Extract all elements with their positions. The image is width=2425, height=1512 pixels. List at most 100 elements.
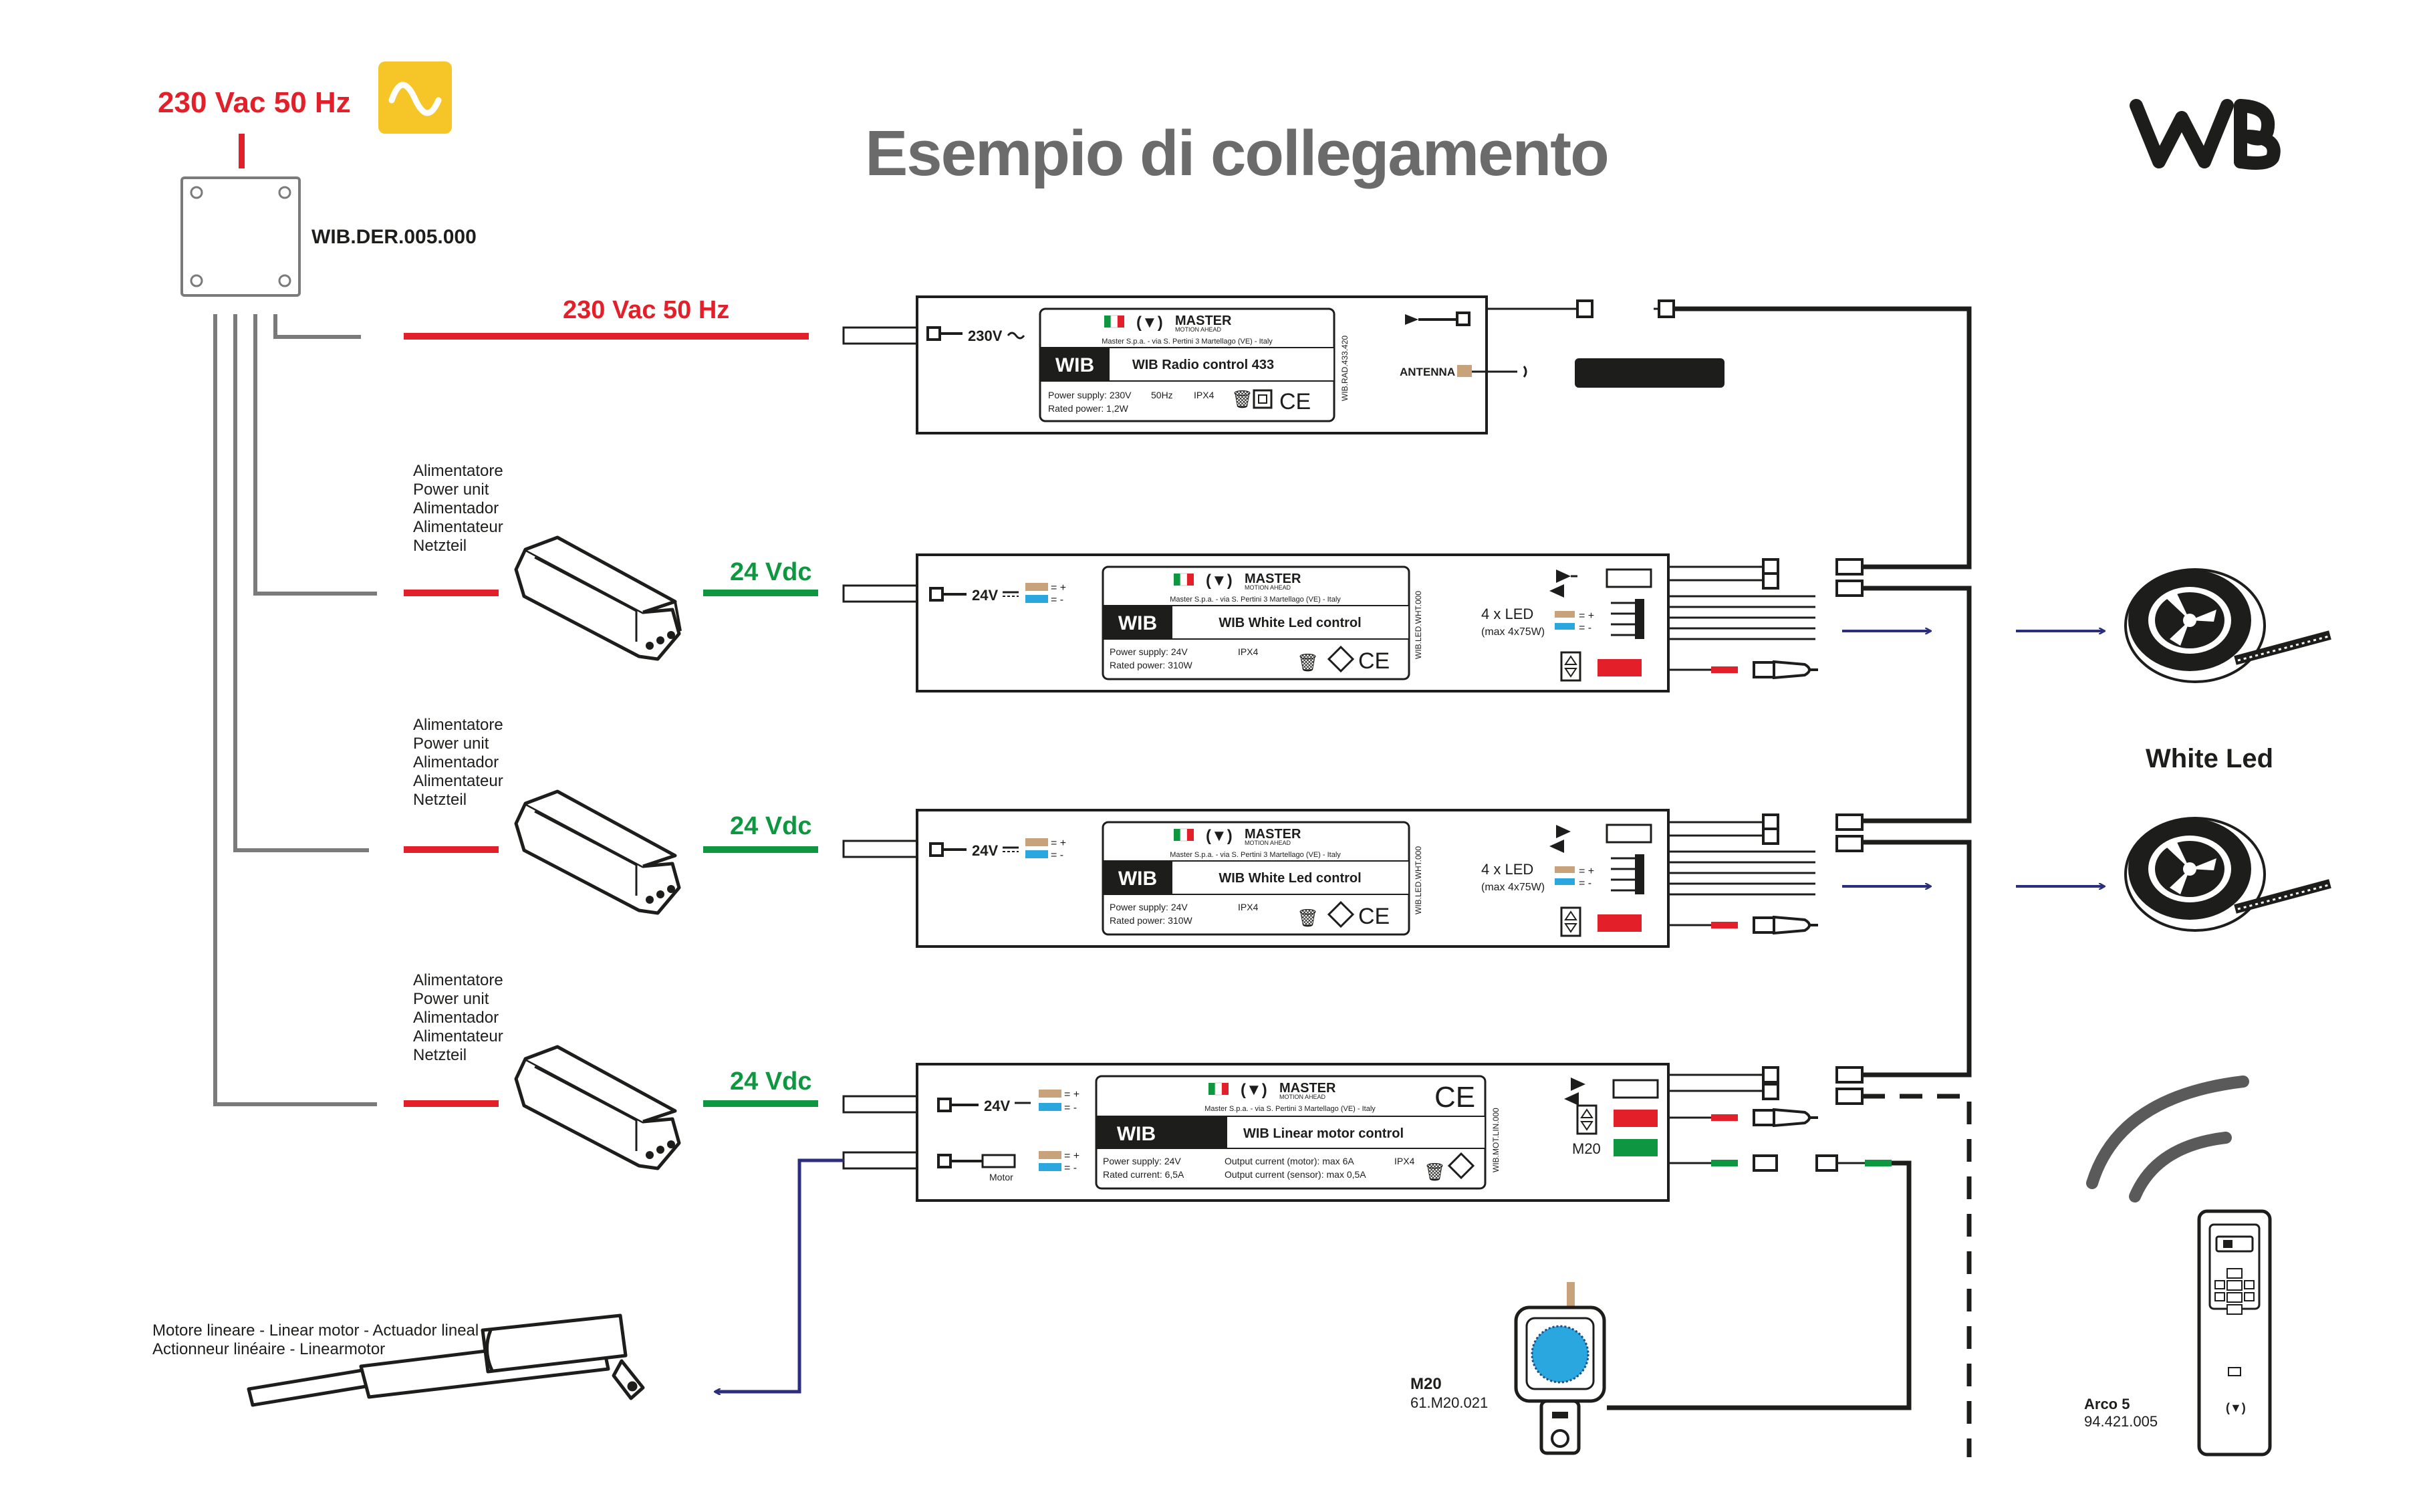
- brand-logo-led2: (▼): [1206, 827, 1233, 845]
- ce-icon-motor-top: CE: [1434, 1081, 1475, 1114]
- power-unit-3: [514, 1045, 681, 1170]
- led2-led-label: 4 x LED: [1481, 861, 1533, 878]
- distribution-wires: [213, 314, 377, 1106]
- bus-wire: [1674, 306, 1972, 1078]
- motor-code: WIB.MOT.LIN.000: [1491, 1108, 1501, 1172]
- motor-bidir-icon: [1564, 1078, 1585, 1106]
- led-reel-icon-2: [2124, 817, 2331, 932]
- brand-tagline-led1: MOTION AHEAD: [1245, 584, 1291, 591]
- bus-dashed-wire: [1862, 1094, 1972, 1457]
- brand-name-led1: MASTER: [1245, 572, 1301, 586]
- svg-text:= -: = -: [1064, 1162, 1077, 1174]
- svg-text:Alimentateur: Alimentateur: [413, 772, 503, 790]
- class3-icon-led2: [1327, 900, 1355, 928]
- led-reel-icon-1: [2124, 568, 2331, 683]
- mains-wire-tick: [239, 134, 245, 168]
- radio-waves-icon: [2086, 1076, 2249, 1203]
- linear-actuator-icon: [247, 1313, 645, 1407]
- motor-wires: [1668, 1074, 1763, 1164]
- svg-text:Netzteil: Netzteil: [413, 791, 467, 809]
- led2-ip: IPX4: [1238, 902, 1259, 912]
- radio-arrow-icon: [1405, 314, 1418, 325]
- class3-icon-led1: [1327, 645, 1355, 673]
- svg-text:= +: = +: [1064, 1089, 1079, 1100]
- svg-text:Power unit: Power unit: [413, 735, 489, 753]
- dc-wires: [703, 590, 818, 1107]
- led1-code: WIB.LED.WHT.000: [1414, 591, 1423, 659]
- brand-address-led1: Master S.p.a. - via S. Pertini 3 Martell…: [1170, 596, 1341, 604]
- led-control-unit-2: 24V = += - (▼) MASTER MOTION AHEAD Maste…: [842, 809, 2104, 948]
- junction-box: [180, 176, 301, 297]
- antenna-icon: [1575, 358, 1725, 388]
- der-code: WIB.DER.005.000: [311, 226, 477, 248]
- svg-text:Power unit: Power unit: [413, 481, 489, 499]
- brand-tagline-led2: MOTION AHEAD: [1245, 840, 1291, 846]
- led2-input-label: 24V: [972, 842, 998, 859]
- motor-input-label: 24V: [984, 1098, 1010, 1114]
- motor-wire: [715, 1158, 844, 1392]
- antenna-label: ANTENNA: [1400, 366, 1455, 378]
- bus-connector-top: [1658, 299, 1675, 318]
- led1-wires: [1668, 565, 1815, 671]
- mains-label: 230 Vac 50 Hz: [158, 86, 351, 119]
- svg-text:= -: = -: [1064, 1102, 1077, 1114]
- motor-m20-label: M20: [1572, 1140, 1601, 1157]
- class3-icon-motor: [1447, 1152, 1475, 1180]
- line-24-label-2: 24 Vdc: [730, 812, 812, 840]
- weee-icon-motor: 🗑: [1424, 1162, 1446, 1182]
- power-unit-label-3: Alimentatore Power unit Alimentador Alim…: [413, 971, 503, 1064]
- ac-wires: [404, 333, 809, 1107]
- radio-hz: 50Hz: [1151, 390, 1173, 400]
- brand-tagline-radio: MOTION AHEAD: [1175, 326, 1222, 333]
- led2-power: Rated power: 310W: [1110, 915, 1193, 926]
- wib-mini-logo-motor: WIB: [1117, 1123, 1156, 1145]
- svg-text:Alimentatore: Alimentatore: [413, 462, 503, 480]
- radio-product-name: WIB Radio control 433: [1132, 358, 1274, 372]
- led1-led-max: (max 4x75W): [1481, 626, 1545, 638]
- led1-ip: IPX4: [1238, 646, 1259, 657]
- sensor-m20-icon: [1514, 1282, 1606, 1455]
- brand-address-motor: Master S.p.a. - via S. Pertini 3 Martell…: [1204, 1105, 1376, 1113]
- led2-bidir-icon: [1549, 825, 1571, 853]
- radio-connector: [1576, 299, 1593, 318]
- brand-address-radio: Master S.p.a. - via S. Pertini 3 Martell…: [1102, 338, 1273, 346]
- motor-supply: Power supply: 24V: [1103, 1156, 1181, 1166]
- svg-text:Alimentador: Alimentador: [413, 499, 499, 517]
- led2-led-max: (max 4x75W): [1481, 882, 1545, 893]
- led1-supply: Power supply: 24V: [1110, 646, 1188, 657]
- linear-motor-label-1: Motore lineare - Linear motor - Actuador…: [152, 1321, 479, 1340]
- svg-text:= +: = +: [1064, 1150, 1079, 1162]
- brand-logo-motor: (▼): [1241, 1081, 1267, 1099]
- svg-text:= -: = -: [1579, 878, 1591, 889]
- led2-product-name: WIB White Led control: [1219, 871, 1361, 886]
- motor-out-motor: Output current (motor): max 6A: [1225, 1156, 1354, 1166]
- sensor-wire: [1607, 1160, 1912, 1410]
- class2-icon-radio: [1253, 389, 1273, 409]
- svg-text:Netzteil: Netzteil: [413, 1046, 467, 1064]
- svg-text:Alimentateur: Alimentateur: [413, 518, 503, 536]
- radio-code: WIB.RAD.433.420: [1340, 336, 1350, 401]
- line-24-label-3: 24 Vdc: [730, 1067, 812, 1096]
- svg-text:Power unit: Power unit: [413, 990, 489, 1008]
- motor-plug-icon: [981, 1154, 1016, 1168]
- svg-text:Netzteil: Netzteil: [413, 537, 467, 555]
- weee-icon-led1: 🗑: [1297, 652, 1319, 672]
- led1-power: Rated power: 310W: [1110, 660, 1193, 670]
- led1-led-connector: [1635, 599, 1644, 639]
- radio-input-label: 230V: [968, 328, 1003, 344]
- line-24-label-1: 24 Vdc: [730, 558, 812, 586]
- radio-control-unit: 230V (▼) MASTER MOTION AHEAD Master S.p.…: [842, 295, 1488, 434]
- svg-text:Alimentateur: Alimentateur: [413, 1027, 503, 1045]
- brand-address-led2: Master S.p.a. - via S. Pertini 3 Martell…: [1170, 851, 1341, 859]
- linear-motor-label-2: Actionneur linéaire - Linearmotor: [152, 1340, 385, 1358]
- led1-product-name: WIB White Led control: [1219, 616, 1361, 630]
- remote-arco5-icon: (▼): [2197, 1209, 2272, 1457]
- svg-text:Alimentador: Alimentador: [413, 753, 499, 771]
- svg-text:Alimentatore: Alimentatore: [413, 716, 503, 734]
- brand-tagline-motor: MOTION AHEAD: [1279, 1094, 1326, 1100]
- radio-supply: Power supply: 230V: [1048, 390, 1132, 400]
- svg-text:= -: = -: [1579, 622, 1591, 634]
- svg-text:Alimentador: Alimentador: [413, 1009, 499, 1027]
- led2-supply: Power supply: 24V: [1110, 902, 1188, 912]
- motor-current: Rated current: 6,5A: [1103, 1169, 1184, 1180]
